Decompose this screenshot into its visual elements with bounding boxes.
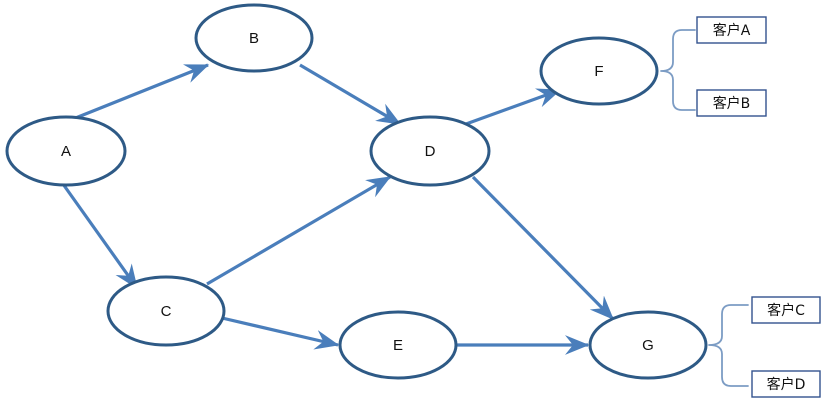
node-e-ellipse[interactable]	[338, 310, 458, 380]
node-a[interactable]: A	[5, 115, 127, 187]
box-customer-a-label: 客户A	[713, 22, 751, 39]
brackets-layer	[660, 29, 749, 387]
node-f-label: F	[594, 63, 603, 80]
bracket-g	[708, 304, 749, 387]
edges-layer	[61, 63, 615, 355]
bracket-f	[660, 29, 696, 111]
edge-d-to-g	[471, 175, 615, 321]
node-c-ellipse[interactable]	[106, 275, 226, 347]
box-customer-b-label: 客户B	[713, 95, 751, 112]
edge-a-to-b	[72, 63, 210, 121]
box-customer-d-frame[interactable]	[751, 370, 821, 398]
box-customer-b[interactable]: 客户B	[696, 89, 767, 117]
node-g-label: G	[642, 337, 654, 354]
box-customer-d-label: 客户D	[767, 376, 806, 393]
box-customer-a-frame[interactable]	[696, 16, 767, 44]
node-d[interactable]: D	[369, 115, 491, 187]
edge-a-to-c	[61, 183, 139, 290]
edge-b-to-d	[299, 63, 402, 126]
node-b[interactable]: B	[194, 3, 314, 73]
node-c-label: C	[161, 303, 172, 320]
node-g[interactable]: G	[588, 310, 708, 380]
node-f-ellipse[interactable]	[539, 36, 659, 106]
edge-d-to-f	[465, 88, 562, 126]
node-b-label: B	[249, 30, 259, 47]
edge-c-to-e	[221, 316, 340, 350]
box-customer-a[interactable]: 客户A	[696, 16, 767, 44]
nodes-layer: A B C D E F G	[5, 3, 708, 380]
box-customer-c-label: 客户C	[767, 302, 805, 319]
node-c[interactable]: C	[106, 275, 226, 347]
node-b-ellipse[interactable]	[194, 3, 314, 73]
node-g-ellipse[interactable]	[588, 310, 708, 380]
node-a-ellipse[interactable]	[5, 115, 127, 187]
node-a-label: A	[61, 143, 71, 160]
box-customer-c[interactable]: 客户C	[751, 296, 821, 324]
boxes-layer: 客户A 客户B 客户C 客户D	[696, 16, 821, 398]
node-e[interactable]: E	[338, 310, 458, 380]
node-e-label: E	[393, 337, 403, 354]
node-d-ellipse[interactable]	[369, 115, 491, 187]
box-customer-c-frame[interactable]	[751, 296, 821, 324]
box-customer-b-frame[interactable]	[696, 89, 767, 117]
box-customer-d[interactable]: 客户D	[751, 370, 821, 398]
node-f[interactable]: F	[539, 36, 659, 106]
node-d-label: D	[425, 143, 436, 160]
edge-c-to-d	[206, 175, 392, 286]
